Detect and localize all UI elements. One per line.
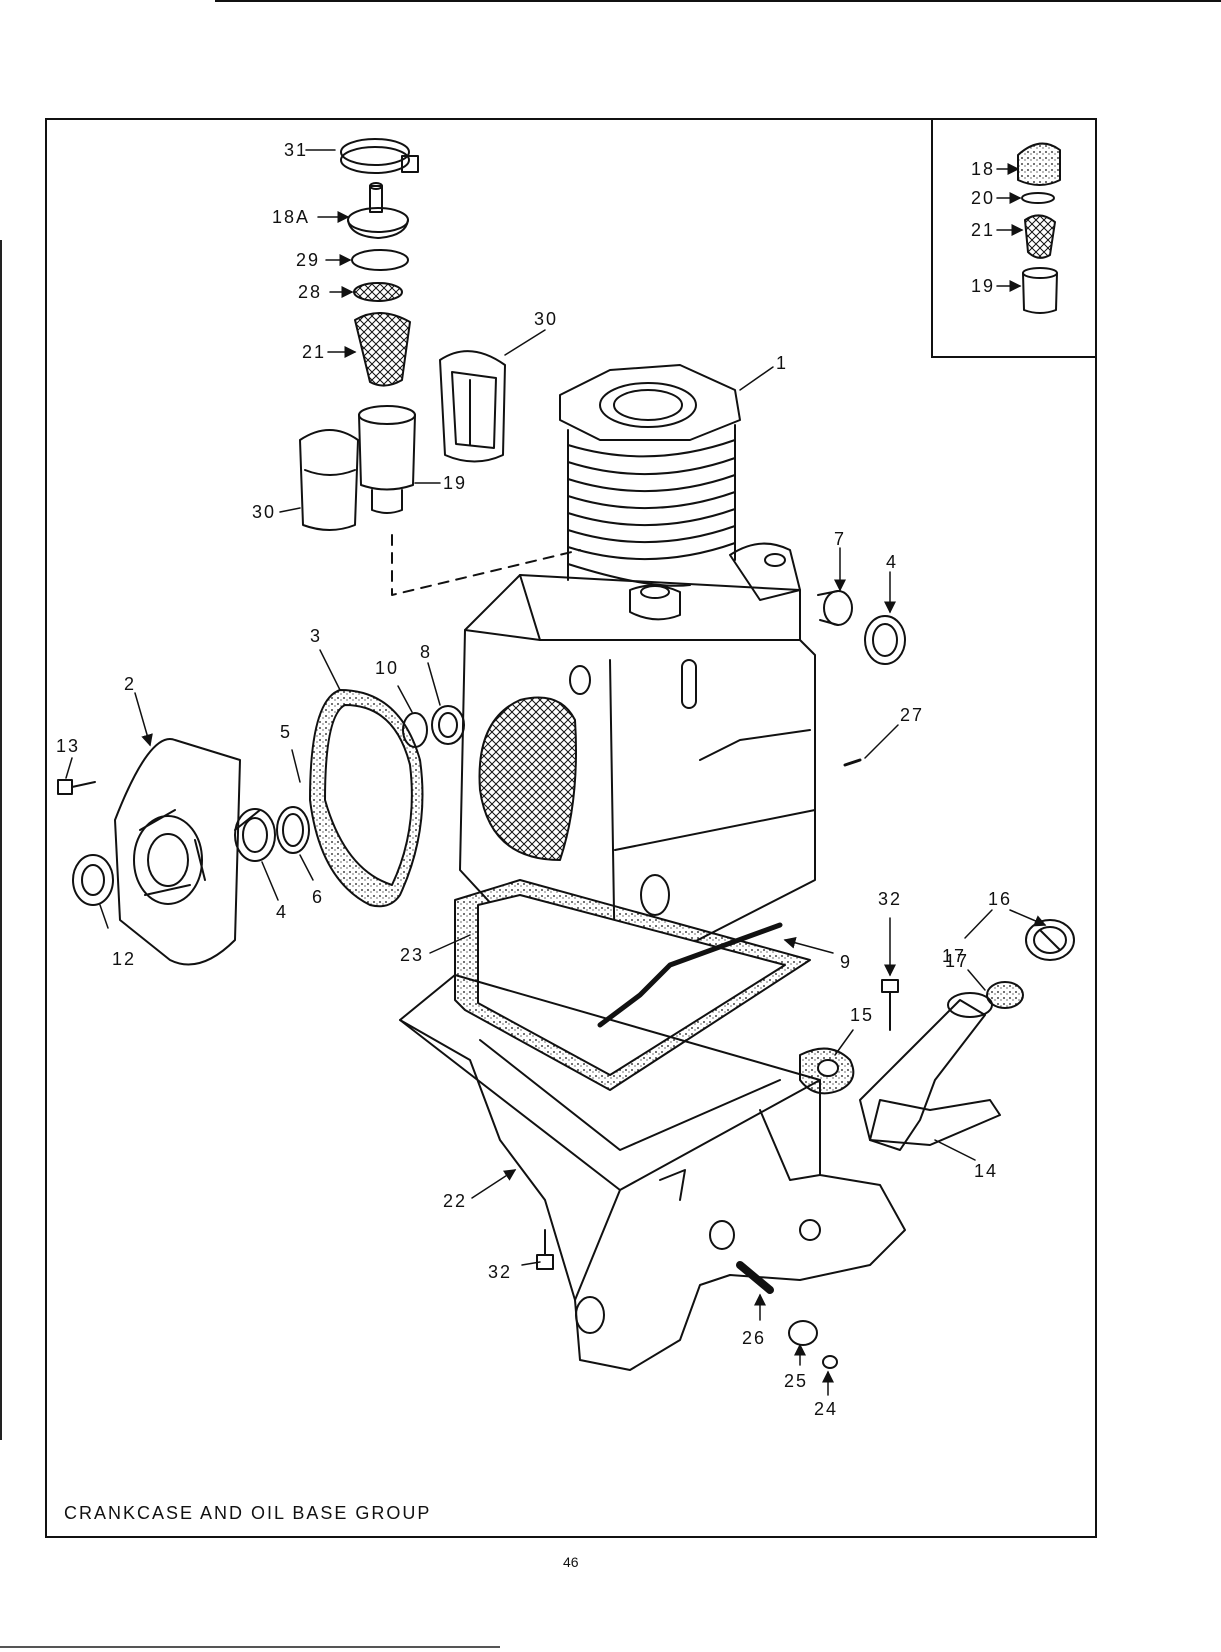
- inset-washer-20: [1022, 193, 1054, 203]
- callout-22: 22: [443, 1192, 467, 1210]
- inset-callout-18: 18: [971, 160, 995, 178]
- tube-19: [359, 406, 415, 513]
- gasket-17: [987, 982, 1023, 1008]
- callout-25: 25: [784, 1372, 808, 1390]
- inset-callout-21: 21: [971, 221, 995, 239]
- cylinder-1: [560, 365, 740, 586]
- oil-cap-16: [1026, 920, 1074, 960]
- callout-3: 3: [310, 627, 322, 645]
- callout-19: 19: [443, 474, 467, 492]
- breather-cap-18a: [348, 183, 408, 238]
- gasket-23: [455, 880, 810, 1090]
- bushing-7: [818, 591, 852, 625]
- callout-4-left: 4: [276, 903, 288, 921]
- bearing-8: [432, 706, 464, 744]
- callout-24: 24: [814, 1400, 838, 1418]
- callout-18a: 18A: [272, 208, 310, 226]
- callout-30-top: 30: [534, 310, 558, 328]
- bearing-4-left: [235, 809, 275, 861]
- callout-26: 26: [742, 1329, 766, 1347]
- element-21: [355, 313, 410, 386]
- bearing-4-right: [865, 616, 905, 664]
- sleeve-30-right: [440, 351, 505, 461]
- filler-neck-14: [860, 993, 1000, 1150]
- callout-15: 15: [850, 1006, 874, 1024]
- gasket-3: [310, 690, 423, 906]
- o-ring-29: [352, 250, 408, 270]
- callout-16: 16: [988, 890, 1012, 908]
- callout-1: 1: [776, 354, 788, 372]
- callout-12: 12: [112, 950, 136, 968]
- dashed-lead: [392, 535, 580, 595]
- inset-element-21: [1025, 215, 1055, 257]
- callout-17-lower: 17: [942, 947, 966, 965]
- screen-28: [354, 283, 402, 301]
- figure-caption: CRANKCASE AND OIL BASE GROUP: [64, 1503, 431, 1524]
- callout-13: 13: [56, 737, 80, 755]
- callout-30-bottom: 30: [252, 503, 276, 521]
- flange-gasket-15: [800, 1049, 853, 1094]
- clamp-31: [341, 139, 418, 173]
- washer-6: [277, 807, 309, 853]
- sleeve-30-left: [300, 430, 358, 530]
- bolt-13: [58, 780, 95, 794]
- callout-14: 14: [974, 1162, 998, 1180]
- seal-12: [73, 855, 113, 905]
- callout-27: 27: [900, 706, 924, 724]
- callout-29: 29: [296, 251, 320, 269]
- bolt-32-lower: [537, 1230, 553, 1269]
- callout-7: 7: [834, 530, 846, 548]
- callout-8: 8: [420, 643, 432, 661]
- callout-4-right: 4: [886, 553, 898, 571]
- callout-2: 2: [124, 675, 136, 693]
- end-plate-2: [115, 739, 240, 965]
- drain-fittings: [740, 1265, 837, 1368]
- callout-5: 5: [280, 723, 292, 741]
- pin-27: [845, 760, 860, 765]
- callout-28: 28: [298, 283, 322, 301]
- page-number: 46: [563, 1554, 579, 1570]
- inset-cap-18: [1018, 144, 1060, 185]
- callout-32-upper: 32: [878, 890, 902, 908]
- bolt-32-upper: [882, 980, 898, 1030]
- inset-callout-20: 20: [971, 189, 995, 207]
- callout-21: 21: [302, 343, 326, 361]
- callout-32-lower: 32: [488, 1263, 512, 1281]
- callout-6: 6: [312, 888, 324, 906]
- callout-10: 10: [375, 659, 399, 677]
- callout-31: 31: [284, 141, 308, 159]
- inset-tube-19: [1023, 268, 1057, 313]
- callout-9: 9: [840, 953, 852, 971]
- callout-23: 23: [400, 946, 424, 964]
- inset-callout-19: 19: [971, 277, 995, 295]
